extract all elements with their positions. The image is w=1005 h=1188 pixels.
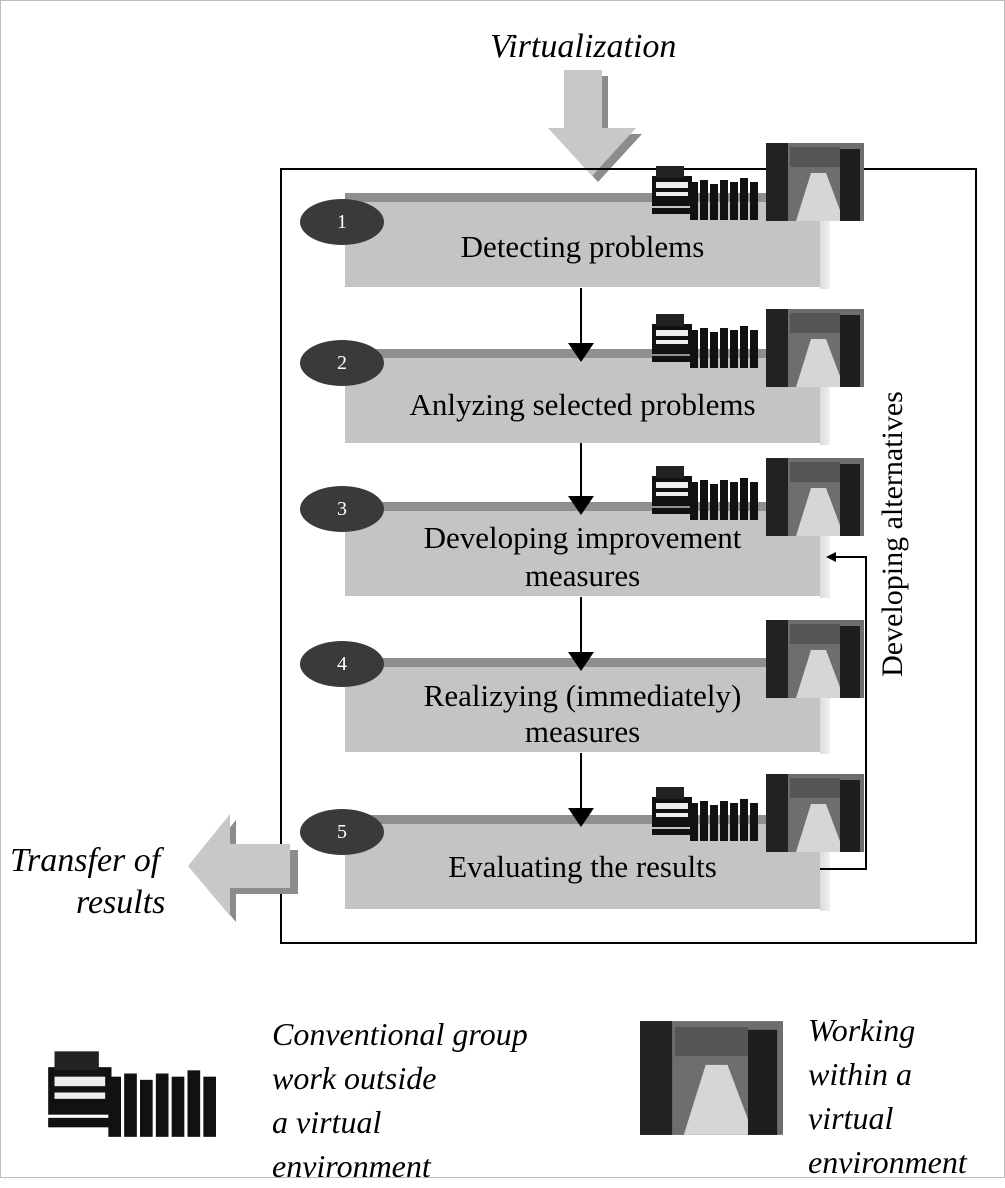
transfer-of-results-label: Transfer of results	[10, 842, 166, 921]
virtual-environment-photo-icon	[766, 620, 864, 698]
step-2-number: 2	[300, 340, 384, 386]
step-1-number: 1	[300, 199, 384, 245]
developing-alternatives-label: Developing alternatives	[876, 391, 909, 677]
step-3-label-line1: Developing improvement	[423, 520, 742, 555]
virtualization-arrow	[548, 70, 642, 182]
step-1-label: Detecting problems	[460, 229, 705, 264]
step-4-box: Realizying (immediately) measures	[345, 658, 830, 754]
process-container	[280, 168, 977, 944]
group-work-icon	[652, 314, 758, 368]
virtual-environment-photo-icon	[766, 774, 864, 852]
step-3-label-line2: measures	[524, 558, 641, 593]
step-2-label: Anlyzing selected problems	[409, 387, 756, 422]
legend-virtual-environment-photo-icon	[640, 1021, 783, 1135]
legend-group-work-icon	[48, 1051, 216, 1137]
step-5-number: 5	[300, 809, 384, 855]
step-4-number: 4	[300, 641, 384, 687]
group-work-icon	[652, 166, 758, 220]
legend-virtual-environment-text: Working within a virtual environment	[808, 1012, 967, 1180]
virtualization-label: Virtualization	[490, 28, 677, 65]
virtual-environment-photo-icon	[766, 309, 864, 387]
virtual-environment-photo-icon	[766, 143, 864, 221]
transfer-arrow	[188, 814, 298, 922]
step-5-label: Evaluating the results	[448, 849, 717, 884]
step-1-box: Detecting problems	[345, 193, 830, 289]
step-4-label-line1: Realizying (immediately)	[423, 678, 742, 713]
legend-group-work-text: Conventional group work outside a virtua…	[272, 1016, 528, 1184]
step-4-label-line2: measures	[524, 714, 641, 749]
step-3-number: 3	[300, 486, 384, 532]
feedback-loop-arrow	[820, 552, 867, 870]
virtual-environment-photo-icon	[766, 458, 864, 536]
group-work-icon	[652, 787, 758, 841]
group-work-icon	[652, 466, 758, 520]
